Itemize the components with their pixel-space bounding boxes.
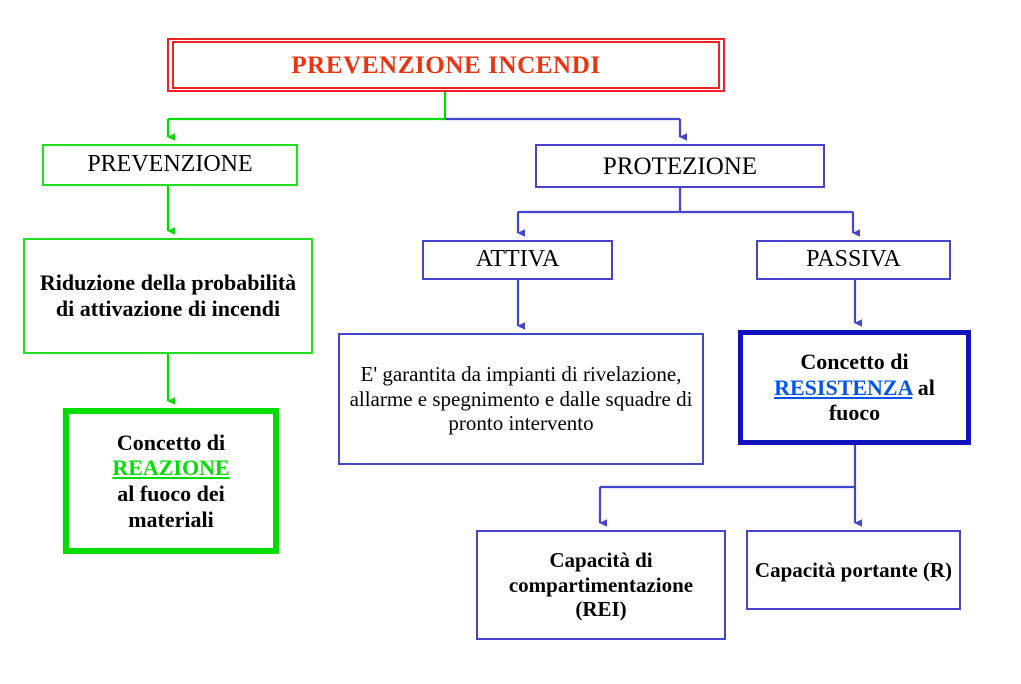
node-capacita-portante: Capacità portante (R) — [746, 530, 961, 610]
node-portante-label: Capacità portante (R) — [754, 557, 953, 582]
node-passiva-label: PASSIVA — [806, 246, 901, 273]
node-resistenza-text: Concetto di RESISTENZA al fuoco — [743, 349, 966, 426]
reazione-line-3: al fuoco dei — [117, 481, 225, 506]
node-concetto-reazione: Concetto di REAZIONE al fuoco dei materi… — [63, 408, 279, 554]
node-protezione-label: PROTEZIONE — [602, 152, 758, 180]
node-prevenzione-label: PREVENZIONE — [87, 151, 253, 178]
node-prevenzione: PREVENZIONE — [42, 144, 298, 186]
node-prevenzione-incendi-title: PREVENZIONE INCENDI — [167, 38, 725, 92]
node-passiva: PASSIVA — [756, 240, 951, 280]
resistenza-line-3: fuoco — [828, 400, 881, 426]
resistenza-line-1: Concetto di — [800, 349, 909, 375]
node-attiva: ATTIVA — [422, 240, 613, 280]
page-title: PREVENZIONE INCENDI — [291, 51, 601, 79]
reazione-highlight: REAZIONE — [112, 455, 230, 481]
resistenza-suffix: al — [912, 374, 935, 400]
connector-protezione-split — [516, 188, 861, 237]
node-attiva-description: E' garantita da impianti di rivelazione,… — [338, 333, 704, 465]
node-riduzione-label: Riduzione della probabilità di attivazio… — [39, 270, 297, 321]
node-riduzione: Riduzione della probabilità di attivazio… — [23, 238, 313, 354]
node-capacita-compartimentazione: Capacità di compartimentazione (REI) — [476, 530, 726, 640]
node-rei-label: Capacità di compartimentazione (REI) — [508, 548, 694, 622]
reazione-line-4: materiali — [128, 506, 214, 532]
resistenza-highlight: RESISTENZA — [774, 374, 913, 400]
node-reazione-text: Concetto di REAZIONE al fuoco dei materi… — [69, 430, 273, 532]
node-concetto-resistenza: Concetto di RESISTENZA al fuoco — [738, 330, 971, 445]
reazione-line-1: Concetto di — [116, 429, 226, 455]
title-inner-frame: PREVENZIONE INCENDI — [172, 41, 720, 89]
node-attiva-description-label: E' garantita da impianti di rivelazione,… — [349, 362, 693, 436]
node-protezione: PROTEZIONE — [535, 144, 825, 188]
node-attiva-label: ATTIVA — [475, 246, 560, 273]
